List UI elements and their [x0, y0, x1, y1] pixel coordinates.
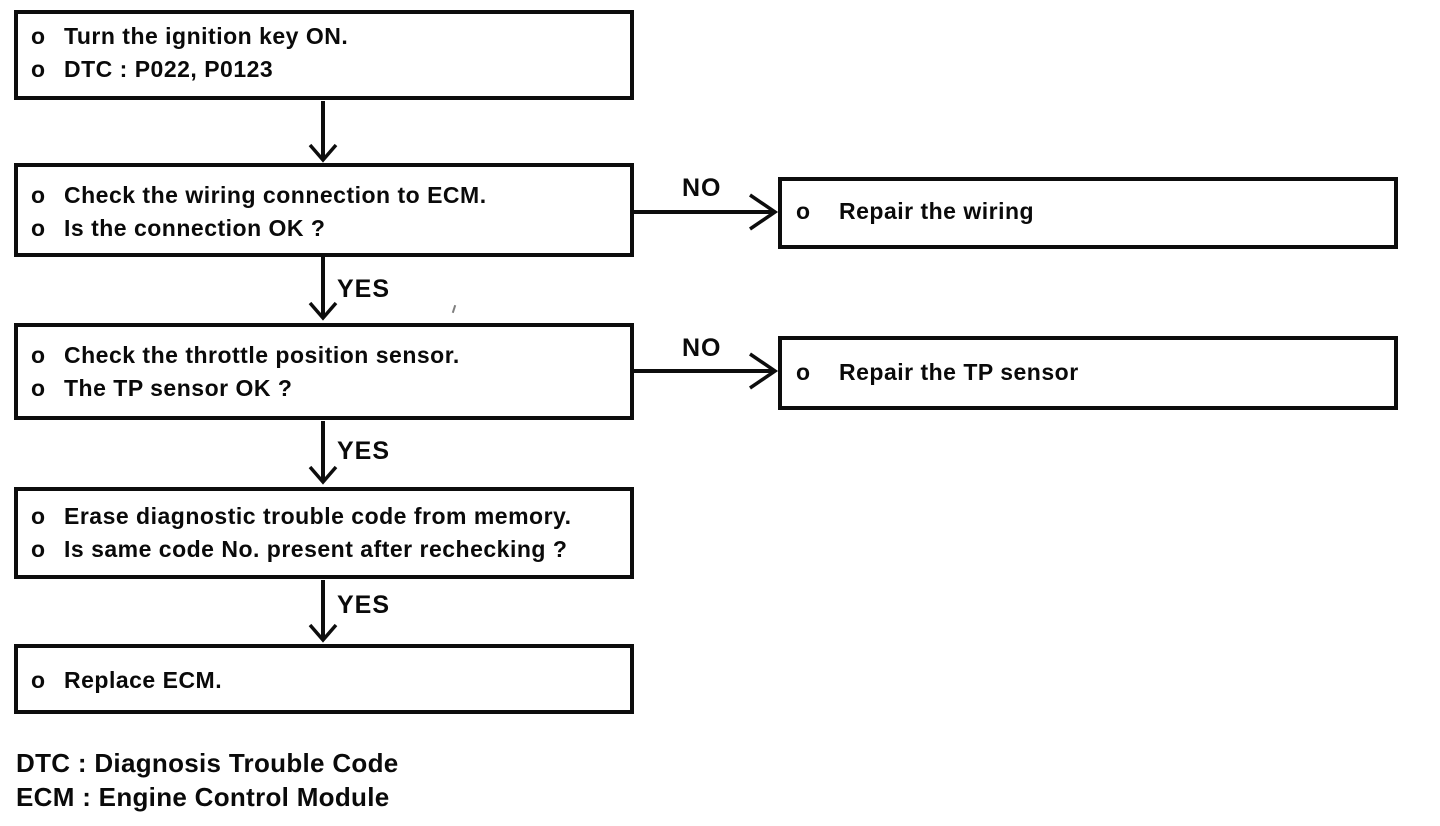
bullet-marker: o: [31, 342, 46, 368]
box-line: o Replace ECM.: [18, 664, 630, 697]
bullet-marker: o: [796, 198, 811, 224]
box-text: Repair the TP sensor: [839, 359, 1079, 385]
box-line: o Is same code No. present after rechecki…: [18, 533, 630, 566]
bullet-marker: o: [31, 375, 46, 401]
box-line: o Repair the wiring: [782, 195, 1394, 228]
flow-box-repair-tp-sensor: o Repair the TP sensor: [778, 336, 1398, 410]
box-line: o DTC : P022, P0123: [18, 53, 630, 86]
bullet-marker: o: [31, 536, 46, 562]
bullet-marker: o: [31, 503, 46, 529]
legend-dtc: DTC : Diagnosis Trouble Code: [16, 748, 399, 778]
arrow-yes-2: [308, 421, 338, 485]
box-line: o Is the connection OK ?: [18, 212, 630, 245]
box-text: Turn the ignition key ON.: [64, 23, 349, 49]
box-text: The TP sensor OK ?: [64, 375, 293, 401]
box-text: Check the wiring connection to ECM.: [64, 182, 487, 208]
flow-box-repair-wiring: o Repair the wiring: [778, 177, 1398, 249]
bullet-marker: o: [796, 359, 811, 385]
box-line: o Repair the TP sensor: [782, 356, 1394, 389]
box-text: DTC : P022, P0123: [64, 56, 274, 82]
box-line: o The TP sensor OK ?: [18, 372, 630, 405]
box-text: Repair the wiring: [839, 198, 1035, 224]
legend-ecm: ECM : Engine Control Module: [16, 782, 390, 812]
bullet-marker: o: [31, 667, 46, 693]
box-line: o Check the wiring connection to ECM.: [18, 179, 630, 212]
box-text: Erase diagnostic trouble code from memor…: [64, 503, 572, 529]
bullet-marker: o: [31, 182, 46, 208]
arrow-start-to-check-wiring: [308, 101, 338, 163]
flow-box-erase-dtc: o Erase diagnostic trouble code from memo…: [14, 487, 634, 579]
edge-label-no-2: NO: [682, 334, 722, 362]
arrow-yes-3: [308, 580, 338, 643]
box-line: o Check the throttle position sensor.: [18, 339, 630, 372]
box-line: o Turn the ignition key ON.: [18, 20, 630, 53]
edge-label-no-1: NO: [682, 174, 722, 202]
box-line: o Erase diagnostic trouble code from memo…: [18, 500, 630, 533]
bullet-marker: o: [31, 56, 46, 82]
edge-label-yes-2: YES: [337, 437, 391, 465]
edge-label-yes-3: YES: [337, 591, 391, 619]
scan-speck: [451, 304, 457, 314]
box-text: Is same code No. present after recheckin…: [64, 536, 568, 562]
bullet-marker: o: [31, 215, 46, 241]
edge-label-yes-1: YES: [337, 275, 391, 303]
box-text: Is the connection OK ?: [64, 215, 326, 241]
box-text: Check the throttle position sensor.: [64, 342, 460, 368]
arrow-yes-1: [308, 257, 338, 321]
box-text: Replace ECM.: [64, 667, 223, 693]
bullet-marker: o: [31, 23, 46, 49]
flow-box-replace-ecm: o Replace ECM.: [14, 644, 634, 714]
